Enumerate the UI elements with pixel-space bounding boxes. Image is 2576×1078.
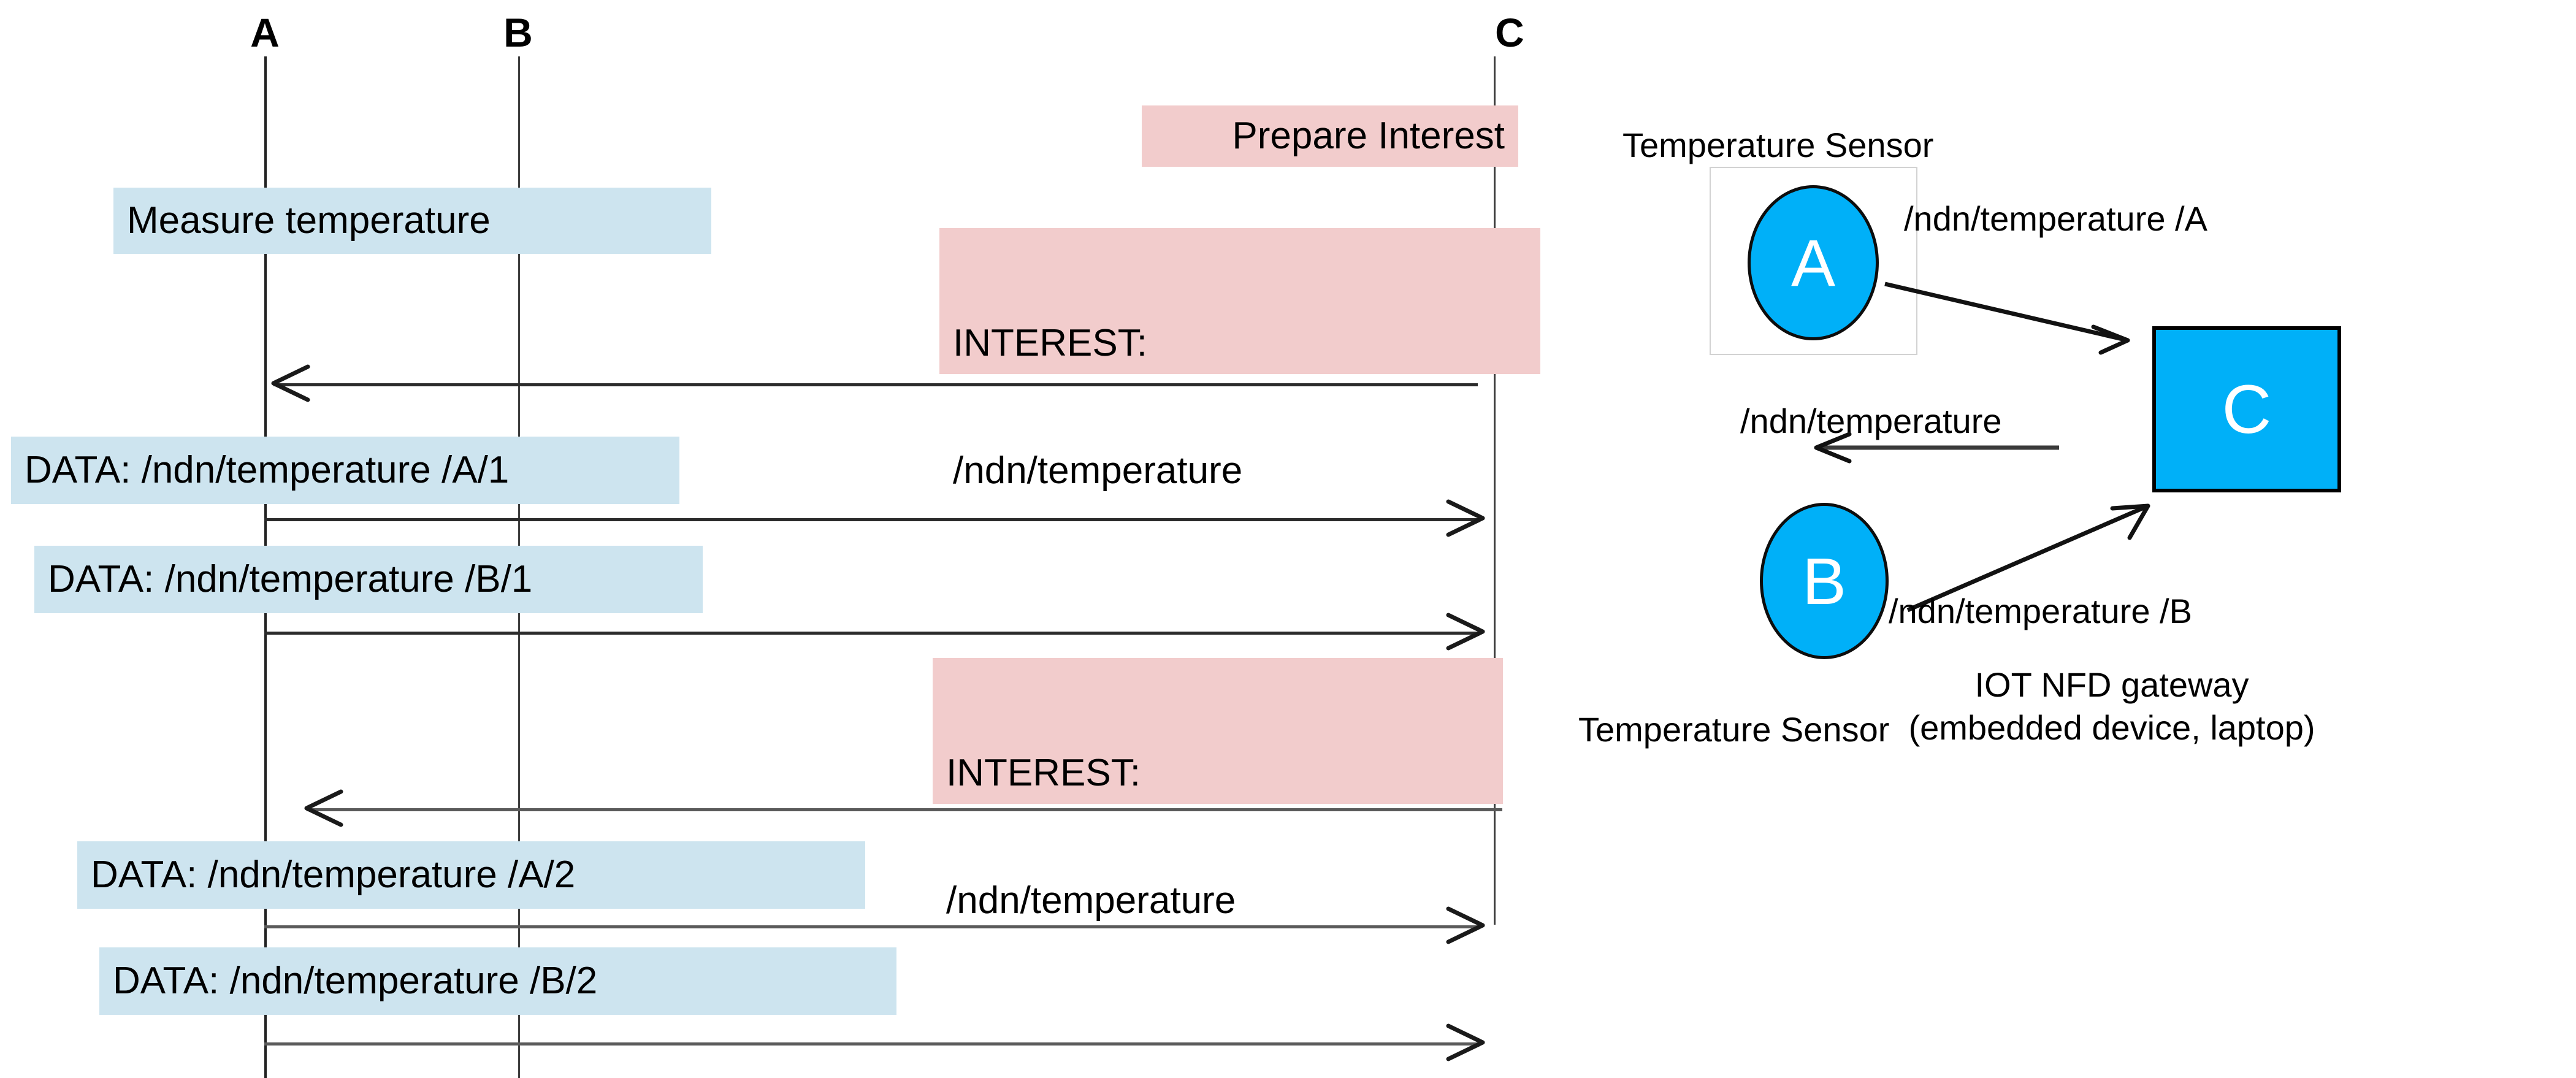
- edge-label-b-to-c: /ndn/temperature /B: [1889, 592, 2192, 630]
- edge-a-to-c-arrow: [1884, 281, 2130, 355]
- note-data-a-2: DATA: /ndn/temperature /A/2: [77, 841, 865, 909]
- lifeline-label-c: C: [1495, 10, 1524, 55]
- caption-gateway-line1: IOT NFD gateway: [1974, 665, 2249, 704]
- node-a-frame: [1710, 167, 1917, 355]
- caption-temperature-sensor-top: Temperature Sensor: [1622, 126, 1934, 164]
- node-c[interactable]: C: [2152, 326, 2341, 492]
- note-data-a-2-text: DATA: /ndn/temperature /A/2: [91, 854, 576, 896]
- note-interest-1: INTEREST: /ndn/temperature: [939, 228, 1540, 492]
- note-data-a-1-text: DATA: /ndn/temperature /A/1: [25, 449, 510, 492]
- note-data-b-2-text: DATA: /ndn/temperature /B/2: [113, 960, 598, 1003]
- note-measure-temperature-text: Measure temperature: [127, 199, 491, 242]
- note-interest-2: INTEREST: /ndn/temperature: [933, 658, 1503, 922]
- lifeline-c: [1494, 56, 1496, 925]
- note-data-b-2: DATA: /ndn/temperature /B/2: [99, 947, 896, 1015]
- lifeline-label-a: A: [250, 10, 280, 55]
- note-interest-2-line1: INTEREST:: [946, 751, 1141, 794]
- message-data-b-2-line: [264, 1042, 1478, 1046]
- lifeline-label-b: B: [503, 10, 533, 55]
- message-interest-2-line: [307, 808, 1502, 811]
- caption-temperature-sensor-bottom: Temperature Sensor: [1578, 710, 1890, 749]
- note-data-b-1: DATA: /ndn/temperature /B/1: [34, 546, 703, 613]
- edge-c-to-left-arrow: [1814, 432, 2059, 464]
- edge-label-a-to-c: /ndn/temperature /A: [1904, 199, 2207, 238]
- node-a[interactable]: A: [1748, 185, 1879, 340]
- note-measure-temperature: Measure temperature: [113, 188, 711, 254]
- note-interest-2-line2: /ndn/temperature: [946, 879, 1236, 922]
- node-b[interactable]: B: [1760, 503, 1889, 659]
- node-a-label: A: [1791, 225, 1836, 300]
- edge-b-to-c-arrow: [1906, 503, 2150, 613]
- node-c-label: C: [2222, 370, 2272, 448]
- edge-label-c-to-left: /ndn/temperature: [1740, 402, 2002, 440]
- note-data-b-1-text: DATA: /ndn/temperature /B/1: [48, 558, 533, 601]
- note-prepare-interest-text: Prepare Interest: [1232, 115, 1505, 158]
- note-interest-1-line1: INTEREST:: [953, 321, 1147, 364]
- node-b-label: B: [1802, 543, 1847, 618]
- message-data-a-2-line: [264, 925, 1478, 928]
- note-interest-1-line2: /ndn/temperature: [953, 449, 1243, 492]
- caption-gateway-line2: (embedded device, laptop): [1908, 708, 2315, 747]
- note-prepare-interest: Prepare Interest: [1142, 105, 1518, 167]
- message-interest-1-line: [273, 383, 1478, 386]
- message-data-b-1-line: [264, 632, 1478, 635]
- message-data-a-1-line: [264, 518, 1478, 521]
- note-data-a-1: DATA: /ndn/temperature /A/1: [11, 437, 679, 504]
